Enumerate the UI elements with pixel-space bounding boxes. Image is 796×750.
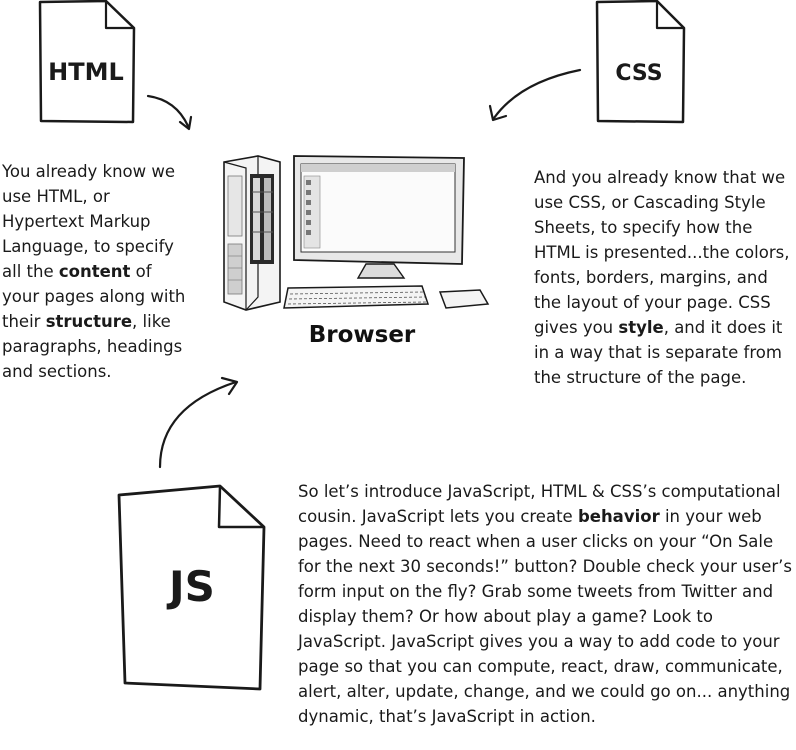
browser-label: Browser [308,322,416,348]
content-emphasis: content [58,262,131,281]
trackpad-icon [438,289,490,309]
js-to-browser-arrow [158,376,239,469]
html-description-text: of your pages along with their [2,262,186,331]
html-description-text: , like paragraphs, headings and sections… [2,312,183,381]
css-document-icon: CSS [595,0,686,124]
html-document-icon: HTML [38,0,136,124]
monitor-icon [293,155,465,279]
css-description-text: , and it does it in a way that is separa… [534,318,783,387]
html-description-text: You already know we use HTML, or Hyperte… [2,162,176,281]
html-document-label: HTML [48,58,124,86]
css-description: And you already know that we use CSS, or… [534,165,796,390]
js-document-icon: JS [117,484,266,691]
style-emphasis: style [618,318,664,337]
html-description: You already know we use HTML, or Hyperte… [2,159,192,384]
computer-tower-icon [223,155,281,311]
structure-emphasis: structure [45,312,133,331]
css-document-label: CSS [615,61,662,86]
computer-illustration [223,155,490,311]
css-description-text: And you already know that we use CSS, or… [534,168,790,337]
css-to-browser-arrow [488,68,582,122]
js-description-text: in your web pages. Need to react when a … [298,507,793,726]
js-description: So let’s introduce JavaScript, HTML & CS… [298,479,795,729]
js-document-label: JS [166,562,215,611]
js-description-text: So let’s introduce JavaScript, HTML & CS… [298,482,781,526]
keyboard-icon [283,285,430,309]
html-to-browser-arrow [146,94,193,131]
behavior-emphasis: behavior [577,507,660,526]
